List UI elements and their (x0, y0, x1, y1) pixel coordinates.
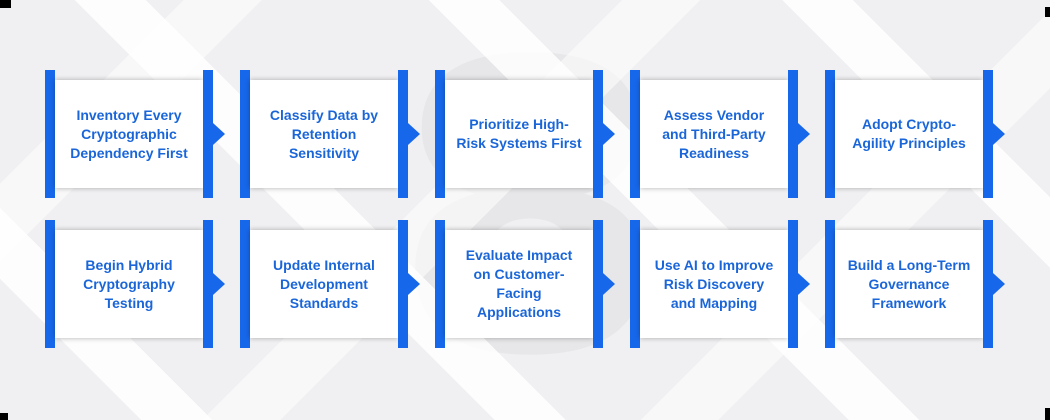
step-label: Adopt Crypto- Agility Principles (852, 116, 966, 151)
step-left-accent-bar (825, 220, 835, 348)
process-step: Evaluate Impact on Customer- Facing Appl… (435, 220, 615, 348)
process-step: Build a Long-Term Governance Framework (825, 220, 1005, 348)
step-label: Use AI to Improve Risk Discovery and Map… (654, 256, 774, 311)
step-label: Evaluate Impact on Customer- Facing Appl… (465, 247, 573, 320)
process-step: Update Internal Development Standards (240, 220, 420, 348)
corner-crop-mark (1045, 7, 1050, 17)
step-card: Inventory Every Cryptographic Dependency… (55, 80, 203, 188)
arrow-right-icon (213, 273, 225, 295)
step-card: Classify Data by Retention Sensitivity (250, 80, 398, 188)
process-step: Prioritize High- Risk Systems First (435, 70, 615, 198)
step-right-accent-bar (593, 70, 603, 198)
step-card: Use AI to Improve Risk Discovery and Map… (640, 230, 788, 338)
step-card: Adopt Crypto- Agility Principles (835, 80, 983, 188)
arrow-right-icon (993, 123, 1005, 145)
step-label: Inventory Every Cryptographic Dependency… (70, 106, 188, 161)
step-right-accent-bar (398, 70, 408, 198)
arrow-right-icon (798, 123, 810, 145)
step-left-accent-bar (240, 70, 250, 198)
step-right-accent-bar (593, 220, 603, 348)
step-card: Build a Long-Term Governance Framework (835, 230, 983, 338)
process-step: Classify Data by Retention Sensitivity (240, 70, 420, 198)
step-card: Evaluate Impact on Customer- Facing Appl… (445, 230, 593, 338)
step-label: Build a Long-Term Governance Framework (847, 256, 971, 311)
arrow-right-icon (213, 123, 225, 145)
step-label: Update Internal Development Standards (273, 256, 375, 311)
step-label: Assess Vendor and Third-Party Readiness (662, 106, 766, 161)
step-left-accent-bar (630, 70, 640, 198)
step-left-accent-bar (630, 220, 640, 348)
corner-crop-mark (0, 0, 11, 8)
step-left-accent-bar (45, 70, 55, 198)
process-step: Use AI to Improve Risk Discovery and Map… (630, 220, 810, 348)
step-label: Begin Hybrid Cryptography Testing (83, 256, 175, 311)
step-card: Prioritize High- Risk Systems First (445, 80, 593, 188)
step-right-accent-bar (203, 70, 213, 198)
step-right-accent-bar (983, 70, 993, 198)
step-card: Assess Vendor and Third-Party Readiness (640, 80, 788, 188)
step-label: Classify Data by Retention Sensitivity (269, 106, 379, 161)
process-step: Adopt Crypto- Agility Principles (825, 70, 1005, 198)
step-left-accent-bar (435, 220, 445, 348)
step-card: Begin Hybrid Cryptography Testing (55, 230, 203, 338)
process-step: Inventory Every Cryptographic Dependency… (45, 70, 225, 198)
corner-crop-mark (0, 413, 8, 420)
arrow-right-icon (993, 273, 1005, 295)
corner-crop-mark (1045, 408, 1050, 420)
step-right-accent-bar (788, 70, 798, 198)
step-label: Prioritize High- Risk Systems First (456, 116, 582, 151)
step-left-accent-bar (435, 70, 445, 198)
step-left-accent-bar (45, 220, 55, 348)
step-right-accent-bar (788, 220, 798, 348)
step-card: Update Internal Development Standards (250, 230, 398, 338)
step-right-accent-bar (983, 220, 993, 348)
step-left-accent-bar (240, 220, 250, 348)
process-step: Begin Hybrid Cryptography Testing (45, 220, 225, 348)
step-right-accent-bar (398, 220, 408, 348)
step-right-accent-bar (203, 220, 213, 348)
step-left-accent-bar (825, 70, 835, 198)
arrow-right-icon (798, 273, 810, 295)
process-step: Assess Vendor and Third-Party Readiness (630, 70, 810, 198)
